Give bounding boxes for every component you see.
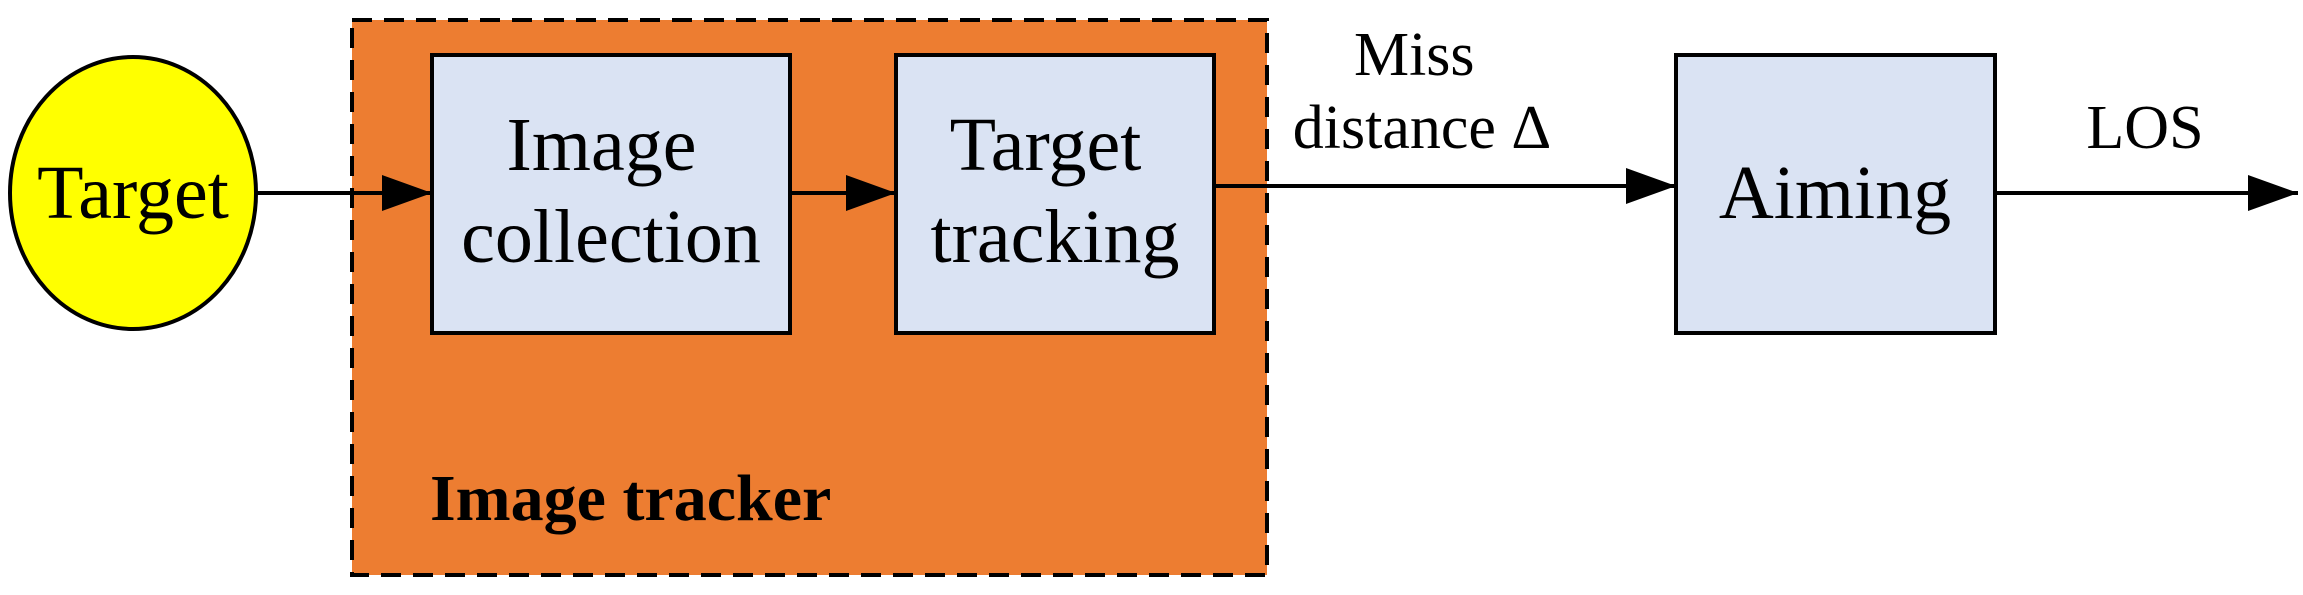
image-collection-label-line2: collection [461, 195, 761, 279]
target-tracking-label-line1: Target [950, 103, 1142, 187]
target-node-label: Target [37, 151, 229, 235]
miss-distance-label-line2: distance Δ [1293, 94, 1552, 162]
image-collection-label-line1: Image [507, 103, 697, 187]
los-label: LOS [2086, 94, 2203, 162]
image-tracker-label: Image tracker [430, 462, 831, 535]
target-tracking-label-line2: tracking [930, 195, 1179, 279]
target-tracking-node [894, 53, 1216, 335]
miss-distance-label-line1: Miss [1354, 21, 1475, 89]
image-collection-label: Image collection [461, 103, 761, 279]
target-tracking-label: Target tracking [930, 103, 1179, 279]
aiming-label: Aiming [1719, 151, 1951, 235]
miss-distance-label: Miss distance Δ [1293, 21, 1552, 162]
image-collection-node [430, 53, 792, 335]
